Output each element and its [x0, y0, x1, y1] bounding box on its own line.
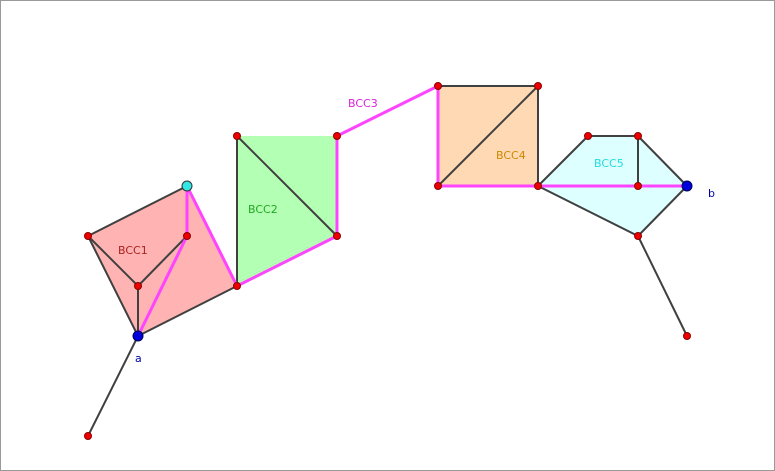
vertex [434, 82, 442, 90]
endpoint-b-label: b [708, 187, 715, 200]
edge [537, 185, 639, 237]
vertex [183, 232, 191, 240]
edge [137, 285, 238, 337]
edge [87, 235, 139, 337]
vertex [333, 132, 341, 140]
vertex [84, 232, 92, 240]
vertex [534, 182, 542, 190]
edge [537, 135, 589, 187]
endpoint-b-point [681, 180, 693, 192]
vertex [634, 232, 642, 240]
vertex [683, 332, 691, 340]
vertex [634, 182, 642, 190]
bcc4-label: BCC4 [496, 149, 526, 162]
highlighted-path [136, 84, 689, 338]
bcc3-label: BCC3 [348, 97, 378, 110]
vertex [233, 282, 241, 290]
vertex [434, 182, 442, 190]
endpoint-a-point [132, 330, 144, 342]
component-regions [88, 86, 687, 336]
edge [637, 235, 688, 337]
edge [637, 135, 688, 187]
edges [87, 85, 688, 437]
vertex [333, 232, 341, 240]
edge [637, 185, 688, 237]
path-edge [185, 184, 239, 288]
vertex [634, 132, 642, 140]
bcc2-label: BCC2 [248, 203, 278, 216]
endpoints: a b [132, 180, 715, 365]
path-edge [235, 234, 339, 288]
edge [87, 235, 139, 287]
edge [87, 335, 139, 437]
edge [87, 185, 188, 237]
vertex [584, 132, 592, 140]
edge [437, 85, 539, 187]
component-labels: BCC1 BCC2 BCC3 BCC4 BCC5 [118, 97, 624, 257]
bcc1-label: BCC1 [118, 244, 148, 257]
path-edge [335, 84, 440, 138]
bcc5-label: BCC5 [594, 157, 624, 170]
endpoint-a-label: a [135, 352, 142, 365]
path-edge [136, 234, 189, 338]
edge [137, 235, 188, 287]
vertex [233, 132, 241, 140]
edge [236, 135, 338, 237]
selected-vertex [181, 180, 193, 192]
vertex [534, 82, 542, 90]
vertices [84, 82, 691, 440]
vertex [134, 282, 142, 290]
vertex [84, 432, 92, 440]
